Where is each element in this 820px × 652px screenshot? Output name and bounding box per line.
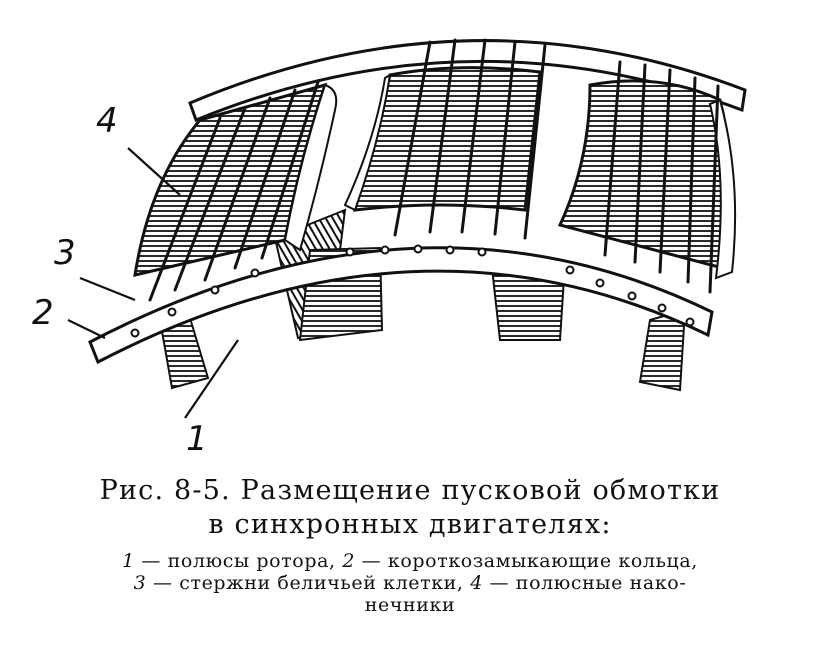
callout-4: 4 [96, 101, 118, 141]
legend-line-3: нечники [0, 594, 820, 616]
caption-legend: 1 — полюсы ротора, 2 — короткозамыкающие… [0, 550, 820, 616]
figure-caption: Рис. 8-5. Размещение пусковой обмотки в … [0, 474, 820, 616]
legend-text-1: — полюсы ротора, [134, 550, 343, 572]
cage-bars [148, 38, 720, 302]
legend-text-4: — полюсные нако- [482, 572, 687, 594]
legend-num-1: 1 [122, 550, 135, 572]
starting-winding-diagram [67, 38, 747, 419]
legend-text-3: — стержни беличьей клетки, [146, 572, 471, 594]
legend-line-1: 1 — полюсы ротора, 2 — короткозамыкающие… [0, 550, 820, 572]
legend-line-2: 3 — стержни беличьей клетки, 4 — полюсны… [0, 572, 820, 594]
legend-text-2: — короткозамыкающие кольца, [355, 550, 698, 572]
legend-num-4: 4 [470, 572, 483, 594]
callout-2: 2 [32, 293, 54, 333]
short-circuit-ring-front [88, 244, 714, 365]
callout-1: 1 [186, 419, 208, 459]
pole-shoe-left [133, 82, 338, 277]
legend-num-2: 2 [342, 550, 356, 572]
pole-shoe-right [557, 79, 737, 280]
short-circuit-ring-back [188, 39, 747, 122]
caption-title-line-2: в синхронных двигателях: [208, 509, 612, 540]
callout-leaders [67, 147, 239, 419]
legend-num-3: 3 [133, 572, 147, 594]
callout-3: 3 [54, 233, 76, 273]
pole-shoe-middle [343, 66, 542, 212]
legend-text-5: нечники [364, 594, 456, 616]
caption-title-line-1: Рис. 8-5. Размещение пусковой обмотки [99, 475, 721, 506]
